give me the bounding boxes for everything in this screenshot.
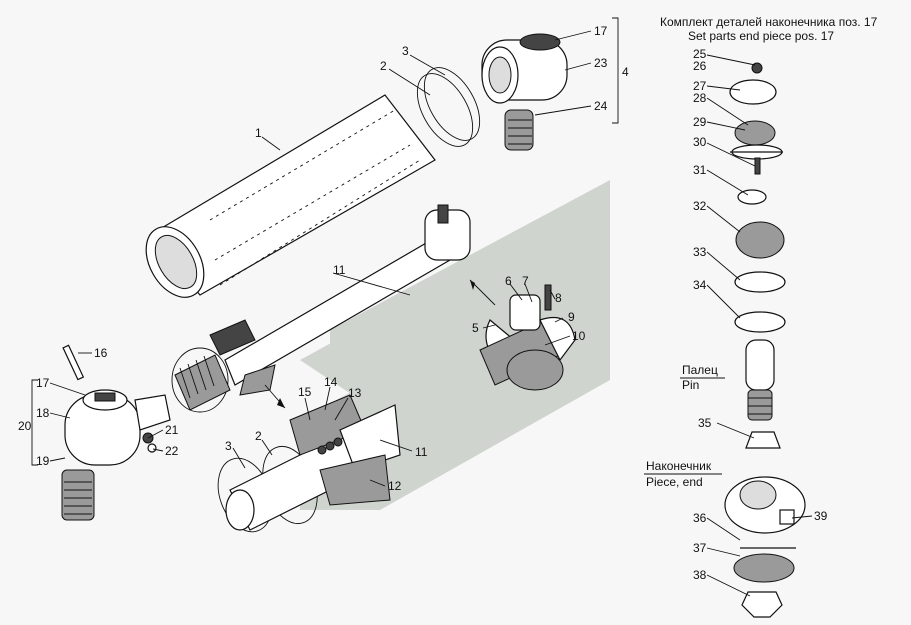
- callout-32: 32: [693, 199, 707, 213]
- callout-25: 25: [693, 47, 707, 61]
- callout-20: 20: [18, 419, 32, 433]
- callout-35: 35: [698, 416, 712, 430]
- end-piece-kit-column: [724, 62, 806, 618]
- pin-label-ru: Палец: [682, 363, 718, 377]
- callout-26: 26: [693, 59, 707, 73]
- callout-22: 22: [165, 444, 179, 458]
- callout-23: 23: [594, 56, 608, 70]
- callout-17-top: 17: [594, 24, 608, 38]
- callout-5: 5: [472, 321, 479, 335]
- callout-13: 13: [348, 386, 362, 400]
- callout-21: 21: [165, 423, 179, 437]
- end-assembly-part-4: [481, 33, 568, 151]
- callout-4: 4: [622, 65, 629, 79]
- leader-lines: [31, 17, 813, 597]
- callout-3-top: 3: [402, 44, 409, 58]
- callout-29: 29: [693, 115, 707, 129]
- callout-31: 31: [693, 163, 707, 177]
- callout-18: 18: [36, 406, 50, 420]
- callout-2-lower: 2: [255, 429, 262, 443]
- callout-1: 1: [255, 126, 262, 140]
- callout-39: 39: [814, 509, 828, 523]
- callout-33: 33: [693, 245, 707, 259]
- tube-part-1: [145, 94, 436, 298]
- detail-parts-5-10: [469, 279, 576, 391]
- lower-detail-parts-2-15: [217, 384, 401, 533]
- callout-11-shaft: 11: [333, 263, 346, 277]
- callout-38: 38: [693, 568, 707, 582]
- callout-10: 10: [572, 329, 586, 343]
- callout-3-lower: 3: [225, 439, 232, 453]
- callout-19: 19: [36, 454, 50, 468]
- callout-17-left: 17: [36, 376, 50, 390]
- end-label-ru: Наконечник: [646, 459, 712, 473]
- callout-11-lower: 11: [415, 445, 428, 459]
- left-end-piece-17-22: [61, 344, 171, 521]
- callout-numbers: 1 2 3 4 17 23 24 11 5 6 7 8 9 10 16 17 1…: [18, 24, 828, 582]
- shaft-part-11: [171, 204, 471, 413]
- end-label-en: Piece, end: [646, 475, 703, 489]
- callout-27: 27: [693, 79, 707, 93]
- callout-36: 36: [693, 511, 707, 525]
- pin-label-en: Pin: [682, 378, 699, 392]
- callout-9: 9: [568, 310, 575, 324]
- callout-24: 24: [594, 99, 608, 113]
- callout-28: 28: [693, 91, 707, 105]
- callout-37: 37: [693, 541, 707, 555]
- callout-8: 8: [555, 291, 562, 305]
- callout-2-top: 2: [380, 59, 387, 73]
- kit-caption-ru: Комплект деталей наконечника поз. 17: [660, 15, 878, 29]
- callout-15: 15: [298, 385, 312, 399]
- kit-caption-en: Set parts end piece pos. 17: [688, 29, 834, 43]
- captions: Комплект деталей наконечника поз. 17 Set…: [644, 15, 878, 489]
- callout-16: 16: [94, 346, 108, 360]
- callout-12: 12: [388, 479, 402, 493]
- callout-7: 7: [522, 274, 529, 288]
- callout-34: 34: [693, 278, 707, 292]
- rings-part-2-3-top: [416, 67, 481, 147]
- callout-14: 14: [324, 375, 338, 389]
- callout-6: 6: [505, 274, 512, 288]
- callout-30: 30: [693, 135, 707, 149]
